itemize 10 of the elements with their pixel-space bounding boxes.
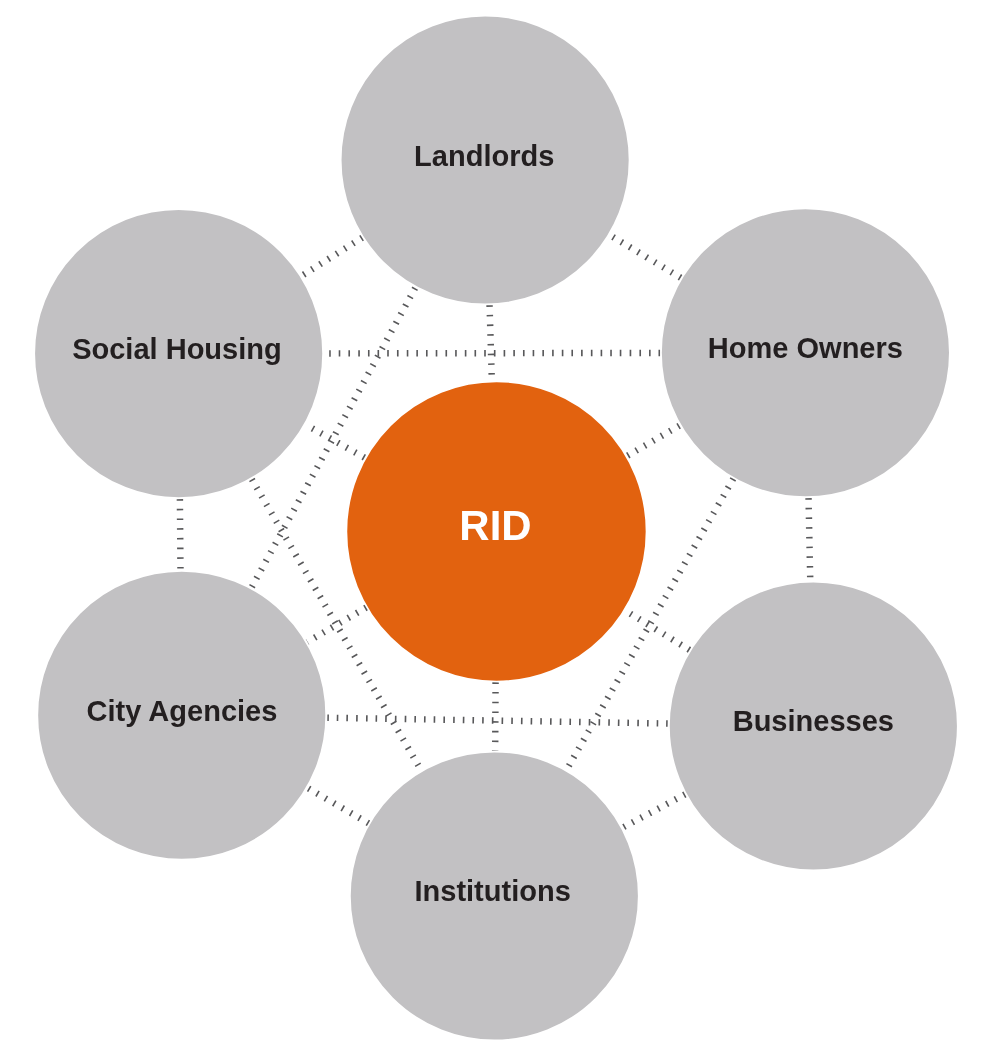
connector — [306, 785, 371, 827]
connector — [305, 604, 368, 645]
connector — [625, 422, 681, 459]
node-circle: Landlords — [338, 13, 632, 307]
connector — [176, 499, 184, 571]
connector — [327, 714, 668, 727]
connector — [248, 286, 418, 590]
connector — [621, 791, 687, 831]
connector — [299, 234, 364, 279]
node-circle: RID — [344, 379, 649, 684]
